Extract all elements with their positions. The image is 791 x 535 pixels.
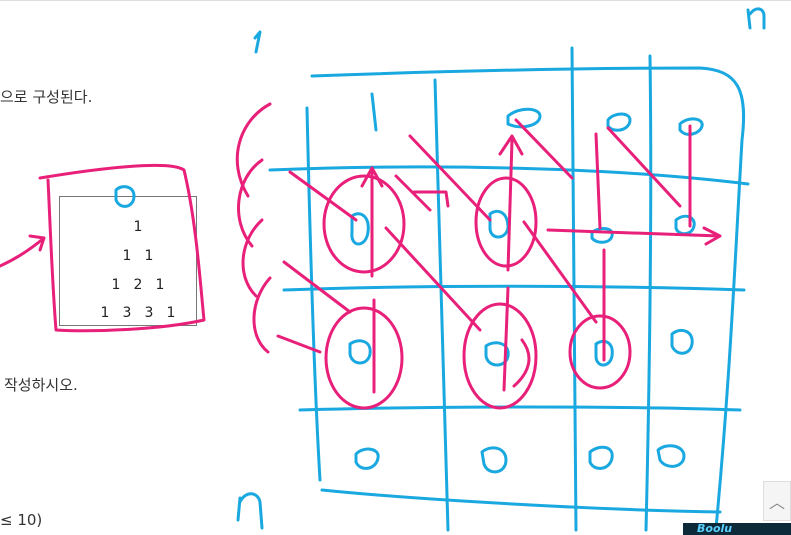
grid-line: [320, 488, 722, 514]
arrow-diagonal: [288, 170, 358, 222]
triangle-value: 1: [166, 305, 176, 321]
bracket-mark: [241, 218, 264, 298]
arrow-up: [502, 286, 510, 392]
doc-text-line: 작성하시오.: [4, 376, 78, 394]
arrow-up: [360, 166, 384, 278]
highlight-circle: [324, 306, 404, 410]
arrow-diagonal: [394, 174, 450, 212]
grid-value-1: [370, 92, 378, 132]
label-1-left: [253, 30, 262, 54]
scroll-to-top-button[interactable]: ︿: [763, 481, 791, 521]
arrow-diagonal: [606, 126, 682, 208]
arrow-diagonal: [282, 260, 352, 314]
label-n-bottom: [236, 492, 264, 530]
arrow-up: [498, 134, 524, 272]
watermark-logo: Boolu: [683, 523, 791, 535]
arrow-diagonal: [512, 338, 531, 388]
grid-value-0: [588, 445, 614, 470]
grid-frame: [310, 66, 746, 530]
doc-text-constraint: ≤ 10): [0, 511, 43, 529]
grid-line: [305, 106, 322, 482]
highlight-circle: [474, 176, 538, 268]
grid-value-0: [488, 209, 510, 239]
bracket-mark: [252, 276, 272, 354]
grid-value-0: [480, 446, 508, 474]
grid-value-0: [656, 444, 686, 468]
triangle-value: 3: [144, 305, 154, 321]
arrow-to-triangle: [0, 234, 46, 268]
label-n-top: [746, 7, 766, 30]
highlight-circle: [462, 302, 538, 410]
triangle-value: 3: [122, 305, 132, 321]
triangle-value: 1: [100, 305, 110, 321]
grid-line: [298, 405, 742, 412]
highlight-circle: [322, 174, 406, 274]
bracket-mark: [235, 102, 272, 198]
grid-line: [644, 54, 653, 532]
arrow-diagonal: [384, 226, 482, 332]
bracket-mark: [237, 158, 264, 248]
grid-value-0: [354, 447, 380, 470]
grid-value-0: [678, 117, 704, 136]
grid-value-0: [506, 107, 542, 129]
grid-value-0: [606, 112, 632, 132]
grid-line: [282, 284, 746, 292]
arrow-diagonal: [408, 134, 492, 222]
grid-value-0: [590, 227, 614, 244]
arrow-diagonal: [546, 226, 722, 246]
grid-line: [433, 78, 450, 532]
grid-value-0: [348, 339, 372, 365]
doc-text-line: 으로 구성된다.: [0, 88, 93, 106]
grid-value-0: [484, 341, 510, 367]
highlight-circle: [568, 314, 632, 390]
arrow-diagonal: [594, 132, 602, 230]
grid-value-0: [350, 212, 370, 246]
grid-line: [570, 46, 578, 532]
top-divider: [0, 0, 791, 1]
arrow-diagonal: [276, 334, 322, 354]
grid-value-0: [594, 339, 614, 367]
grid-value-0: [674, 214, 696, 236]
grid-line: [268, 165, 750, 186]
grid-value-0: [670, 328, 694, 355]
chevron-up-icon: ︿: [768, 493, 785, 512]
arrow-diagonal: [514, 118, 598, 324]
